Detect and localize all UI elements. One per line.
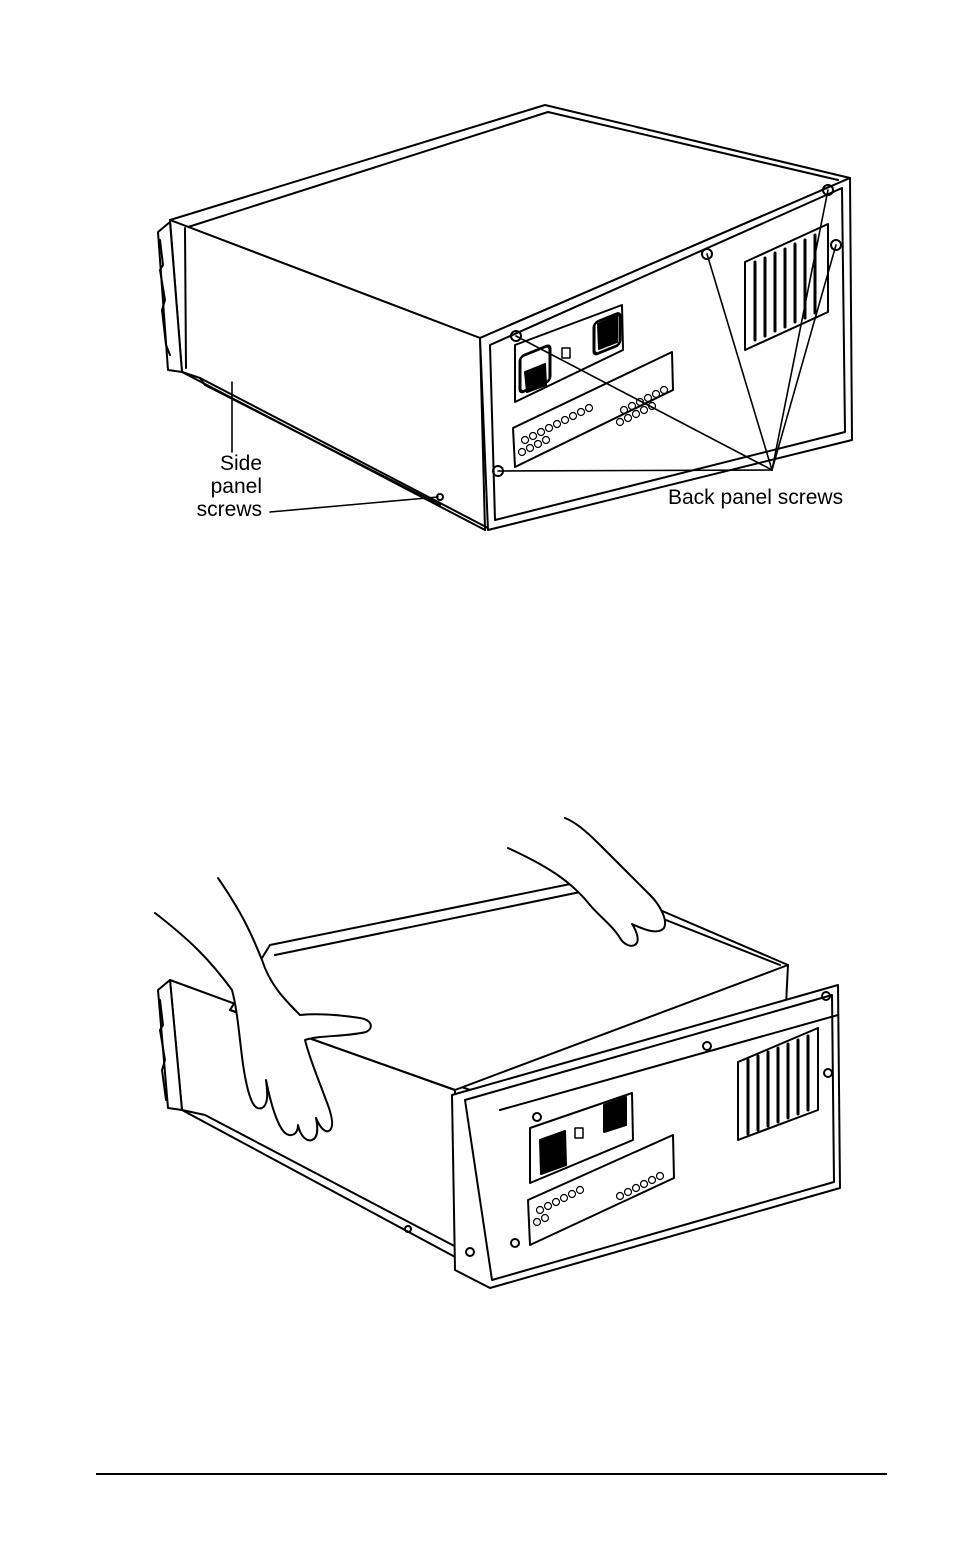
footer-rule	[96, 1473, 887, 1475]
figure-removing-cover	[0, 0, 954, 1320]
